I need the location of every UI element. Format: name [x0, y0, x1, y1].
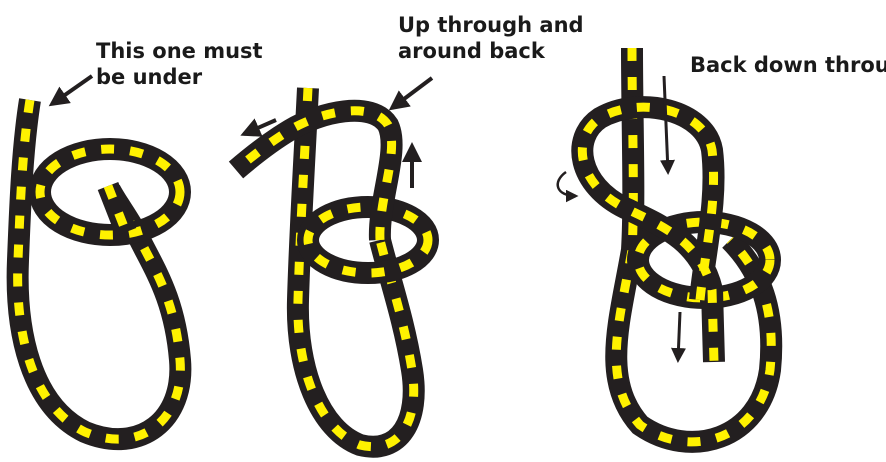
step-3-down-arrow-bottom — [678, 312, 680, 360]
step-1-pointer-arrow — [52, 76, 92, 104]
step-1-label-line-1: This one must — [96, 38, 263, 64]
step-3-down-arrow-top — [664, 76, 668, 172]
step-1-label-line-2: be under — [96, 64, 263, 90]
step-3-label: Back down through — [690, 52, 886, 78]
step-1-label: This one must be under — [96, 38, 263, 90]
step-2-pointer-arrow — [392, 78, 432, 108]
step-3-label-line-1: Back down through — [690, 52, 886, 78]
step-2-label-line-2: around back — [398, 38, 584, 64]
step-2-knot — [236, 88, 428, 447]
step-2-label: Up through and around back — [398, 12, 584, 64]
step-3-knot — [582, 48, 771, 442]
step-3-curved-arrow — [558, 172, 576, 196]
step-2-label-line-1: Up through and — [398, 12, 584, 38]
step-2-lower-loop — [308, 207, 428, 273]
step-1-knot — [18, 100, 181, 439]
